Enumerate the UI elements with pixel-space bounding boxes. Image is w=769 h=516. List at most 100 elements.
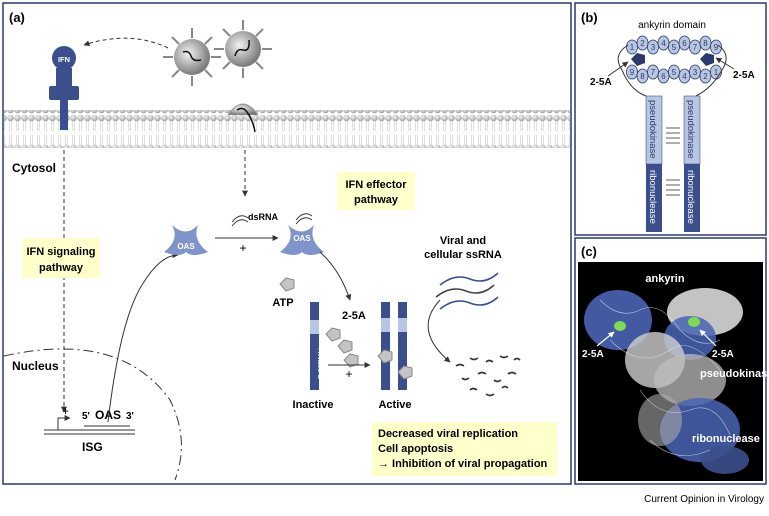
virus-fusing [227,103,259,133]
panel-c-2-5a-right: 2-5A [712,349,734,360]
panel-b-frame [574,2,767,236]
panel-c-2-5a-left: 2-5A [582,349,604,360]
panel-c-ribonuclease: ribonuclease [692,433,760,445]
virus-particle [214,20,272,78]
two-five-a-label: 2-5A [342,310,366,322]
oas-active-label: OAS [293,234,311,243]
ankyrin-repeat-number: 8 [640,72,645,81]
isg-label: ISG [82,440,103,454]
rnase-l-active-dimer [377,302,413,390]
isg-gene [44,415,135,435]
ankyrin-repeat-number: 6 [661,72,666,81]
ankyrin-repeat [647,39,659,55]
ankyrin-repeat-number: 2 [703,72,708,81]
cleaved-rna-fragments [455,355,521,397]
pseudokinase-right: pseudokinase [685,100,696,159]
ankyrin-repeat-number: 3 [651,43,656,52]
ankyrin-repeat-number: 9 [630,68,635,77]
ifn-receptor [49,46,79,130]
panel-a-label: (a) [9,10,25,25]
ankyrin-repeat [689,64,701,80]
ankyrin-repeat-number: 4 [682,72,687,81]
virus-particle [163,28,221,86]
ankyrin-repeat [710,39,722,55]
rnase-l-monomer-right [683,95,701,232]
outcome-line1: Decreased viral replication [378,428,518,440]
rnase-l-label: RNase L [316,348,325,380]
ankyrin-repeat-number: 6 [682,39,687,48]
ifn-signaling-box [22,238,100,278]
outcome-line2: Cell apoptosis [378,443,453,455]
rnase-l-inactive [310,302,319,390]
ifn-signaling-line2: pathway [39,262,84,274]
panel-c-2-5a-right-arrow [699,329,717,347]
ankyrin-repeat-number: 2 [640,39,645,48]
ankyrin-repeat-number: 4 [661,39,666,48]
outcome-box [372,422,557,476]
virus-to-ifn-arrow [83,37,169,49]
ankyrin-repeat [668,39,680,55]
ankyrin-repeat [647,64,659,80]
ribonuclease-left: ribonuclease [647,170,658,224]
activation-plus: + [239,241,246,255]
dimerization-plus: + [345,367,352,381]
ankyrin-repeat [626,39,638,55]
gene-3prime: 3' [126,411,134,422]
panel-b-2-5a-right: 2-5A [733,70,755,81]
ankyrin-repeat-number: 9 [714,43,719,52]
ankyrin-repeat [678,68,691,84]
ankyrin-repeat-number: 3 [693,68,698,77]
ifn-signaling-line1: IFN signaling [26,246,95,258]
cytosol-label: Cytosol [12,161,56,175]
ifn-label: IFN [58,55,70,64]
oas-active [280,225,324,255]
ankyrin-repeat-number: 7 [693,43,698,52]
ankyrin-repeat-number: 5 [672,43,677,52]
viral-ssrna-line2: cellular ssRNA [424,249,502,261]
ankyrin-repeat-number: 8 [703,39,708,48]
journal-credit: Current Opinion in Virology [644,494,764,505]
linker-right [695,44,727,97]
ankyrin-repeat [699,68,712,84]
panel-b-2-5a-left: 2-5A [590,77,612,88]
two-five-a-oligo [325,327,359,368]
isg-to-oas-arrow [107,252,179,423]
panel-c-ankyrin: ankyrin [645,273,684,285]
oas-inactive-label: OAS [177,242,195,251]
ankyrin-repeat-number: 1 [630,43,635,52]
inactive-label: Inactive [293,399,334,411]
panel-b-label: (b) [581,10,598,25]
ankyrin-repeat [626,64,638,80]
ifn-effector-box [337,172,415,210]
gene-oas: OAS [95,408,121,422]
outcome-line3: → Inhibition of viral propagation [378,458,548,470]
plasma-membrane [4,110,570,148]
active-label: Active [378,399,411,411]
panel-c-2-5a-left-arrow [596,331,615,347]
dsrna-icon [231,215,249,227]
viral-ssrna-line1: Viral and [440,235,486,247]
ifn-effector-line2: pathway [354,194,399,206]
ankyrin-repeat [657,68,670,84]
dsrna-label: dsRNA [248,212,279,222]
panel-c-label: (c) [581,244,597,259]
nucleus-label: Nucleus [12,359,59,373]
ribonuclease-right: ribonuclease [685,170,696,224]
linker-left [617,44,647,97]
ankyrin-repeat [668,64,680,80]
ankyrin-repeat [657,35,670,51]
pseudokinase-left: pseudokinase [647,100,658,159]
ankyrin-repeat [636,68,649,84]
panel-c-pseudokinase: pseudokinase [700,368,769,380]
nucleus-envelope [3,348,182,481]
ankyrin-2-5a-binding [631,53,714,66]
ankyrin-repeat-number: 1 [714,68,719,77]
ankyrin-repeat [636,35,649,51]
ankyrin-repeat [699,35,712,51]
isg-plus: + [62,404,69,418]
rnase-l-monomer-left [645,95,663,232]
dsrna-bound-icon [295,213,313,225]
